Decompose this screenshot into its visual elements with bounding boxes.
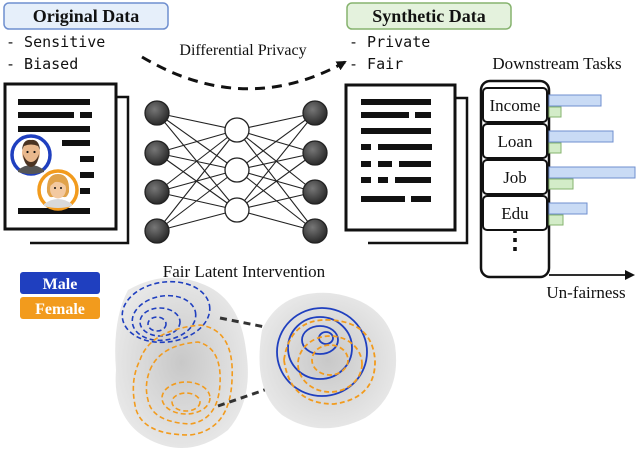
biased-latent-density	[115, 277, 248, 448]
synthetic-document-icon	[344, 83, 469, 245]
network-edge	[156, 169, 238, 232]
trait-biased: - Biased	[6, 55, 78, 73]
legend-female-label: Female	[35, 301, 85, 318]
network-edge	[236, 191, 316, 211]
bar-synthetic-unfairness	[548, 166, 636, 179]
hidden-node	[224, 197, 250, 223]
task-cell	[482, 195, 548, 231]
trait-sensitive: - Sensitive	[6, 33, 105, 51]
hidden-node	[224, 157, 250, 183]
network-edge	[236, 209, 316, 232]
original-data-title: Original Data	[33, 6, 140, 26]
bar-synthetic-unfairness	[548, 130, 614, 143]
synthetic-data-title: Synthetic Data	[372, 6, 486, 26]
bar-fair-unfairness	[548, 106, 562, 118]
legend-male-label: Male	[43, 276, 78, 293]
bar-fair-unfairness	[548, 178, 574, 190]
biased-female-contours	[132, 324, 233, 436]
network-edge	[236, 112, 316, 171]
network-edge	[236, 112, 316, 131]
task-cell	[482, 87, 548, 123]
io-node	[144, 140, 170, 166]
biased-male-contours	[121, 280, 211, 344]
task-cell	[482, 123, 548, 159]
fair-latent-intervention: Fair Latent Intervention	[115, 262, 397, 448]
bar-synthetic-unfairness	[548, 202, 588, 215]
fair-latent-density	[259, 292, 397, 429]
synthetic-document-text-lines	[361, 99, 432, 202]
bar-synthetic-unfairness	[548, 94, 602, 107]
synthetic-data-header: Synthetic Data - Private - Fair	[346, 2, 512, 73]
fair-female-contours	[283, 319, 376, 405]
fair-latent-background	[259, 292, 397, 429]
io-node	[144, 218, 170, 244]
task-label-edu: Edu	[501, 204, 529, 223]
hidden-node	[224, 117, 250, 143]
original-data-header: Original Data - Sensitive - Biased	[3, 2, 169, 73]
female-avatar-icon	[37, 169, 79, 211]
io-node	[302, 100, 328, 126]
fair-latent-intervention-title: Fair Latent Intervention	[163, 262, 326, 281]
bar-fair-unfairness	[548, 142, 562, 154]
io-node	[302, 179, 328, 205]
network-edge	[156, 129, 238, 154]
legend-female-swatch	[20, 297, 100, 319]
tasks-more-ellipsis: ⋮	[502, 225, 528, 254]
document-text-lines	[18, 99, 94, 214]
network-edge	[156, 112, 238, 131]
original-data-title-box	[3, 2, 169, 30]
task-cell	[482, 159, 548, 195]
task-label-job: Job	[503, 168, 527, 187]
differential-privacy-label: Differential Privacy	[179, 42, 306, 59]
dp-dashed-curve	[141, 55, 347, 91]
network-edge	[236, 112, 316, 211]
io-node	[302, 218, 328, 244]
network-edge	[156, 129, 238, 232]
task-label-income: Income	[490, 96, 541, 115]
biased-latent-background	[115, 277, 248, 448]
trait-fair: - Fair	[349, 55, 403, 73]
synthetic-data-title-box	[346, 2, 512, 30]
task-label-loan: Loan	[498, 132, 533, 151]
differential-privacy-arrow: Differential Privacy	[141, 42, 347, 91]
network-edge	[156, 129, 238, 193]
network-edge	[156, 209, 238, 232]
network-edge	[236, 152, 316, 211]
io-node	[302, 140, 328, 166]
unfairness-bars	[548, 94, 636, 226]
synthetic-document-front-page	[344, 83, 457, 232]
neural-network-icon	[144, 100, 328, 244]
trait-private: - Private	[349, 33, 430, 51]
io-node	[144, 100, 170, 126]
legend-male-swatch	[20, 272, 100, 294]
male-avatar-icon	[10, 134, 52, 176]
original-document-icon	[3, 82, 130, 245]
unfairness-axis-label: Un-fairness	[546, 283, 625, 302]
io-node	[144, 179, 170, 205]
gender-legend: Male Female	[20, 272, 100, 319]
bar-fair-unfairness	[548, 214, 564, 226]
downstream-tasks-title: Downstream Tasks	[492, 54, 621, 73]
